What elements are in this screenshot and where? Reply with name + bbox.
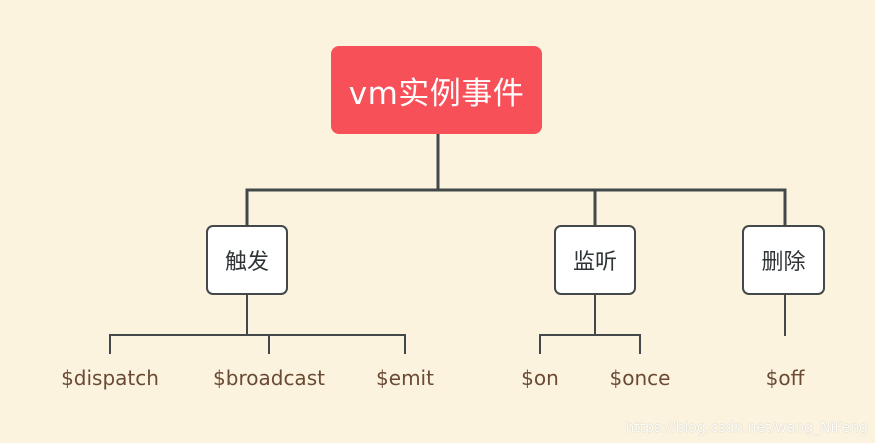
leaf-off: $off	[765, 366, 805, 390]
leaf-once: $once	[609, 366, 671, 390]
branch-node-listen: 监听	[554, 225, 636, 295]
watermark: https://blog.csdn.net/wang_NiFeng	[625, 420, 868, 436]
leaf-emit: $emit	[376, 366, 434, 390]
leaf-dispatch: $dispatch	[61, 366, 159, 390]
root-node: vm实例事件	[331, 46, 542, 134]
leaf-broadcast: $broadcast	[213, 366, 325, 390]
leaf-on: $on	[521, 366, 559, 390]
branch-node-trigger: 触发	[206, 225, 288, 295]
branch-node-remove: 删除	[742, 225, 825, 295]
